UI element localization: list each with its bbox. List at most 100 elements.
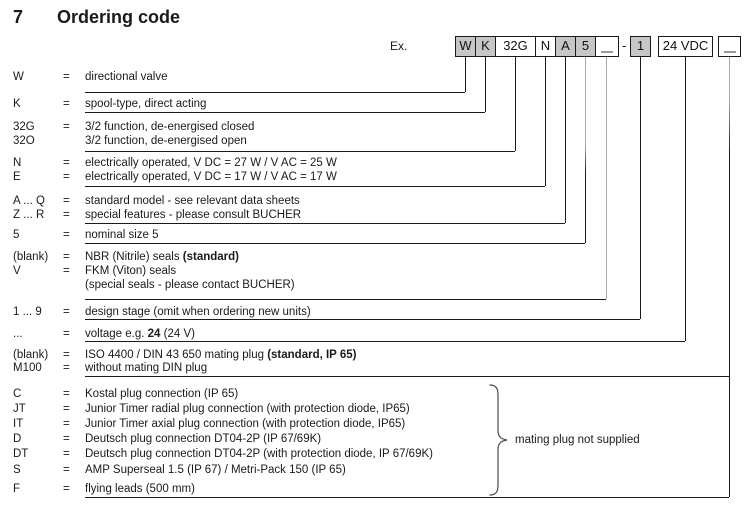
- row-code: A ... Q: [13, 195, 45, 207]
- row-code: ...: [13, 328, 23, 340]
- row-equals: =: [63, 251, 70, 263]
- code-box-seal-blank: [595, 36, 619, 57]
- code-box-w-label: W: [459, 38, 472, 53]
- row-description: Junior Timer axial plug connection (with…: [85, 418, 406, 430]
- row-description: without mating DIN plug: [85, 362, 208, 374]
- row-code: M100: [13, 362, 42, 374]
- row-description: Junior Timer radial plug connection (wit…: [85, 403, 410, 415]
- code-box-a: A: [555, 36, 576, 57]
- row-description: nominal size 5: [85, 229, 159, 241]
- connector-underline-10: [85, 497, 729, 499]
- section-number: 7: [13, 7, 24, 27]
- row-equals: =: [63, 388, 70, 400]
- row-equals: =: [63, 157, 70, 169]
- connector-underline-0: [85, 92, 465, 94]
- row-description: Deutsch plug connection DT04-2P (IP 67/6…: [85, 433, 322, 445]
- row-description: FKM (Viton) seals: [85, 265, 177, 277]
- code-box-n: N: [535, 36, 556, 57]
- row-equals: =: [63, 209, 70, 221]
- row-description: voltage e.g. 24 (24 V): [85, 328, 195, 340]
- row-equals: =: [63, 121, 70, 133]
- row-code: N: [13, 157, 22, 169]
- row-code: DT: [13, 448, 29, 460]
- connector-vline-0: [465, 57, 467, 92]
- row-description: standard model - see relevant data sheet…: [85, 195, 300, 207]
- row-equals: =: [63, 418, 70, 430]
- row-equals: =: [63, 306, 70, 318]
- row-equals: =: [63, 448, 70, 460]
- row-description: Deutsch plug connection DT04-2P (with pr…: [85, 448, 433, 460]
- row-code: D: [13, 433, 22, 445]
- connector-vline-6: [606, 57, 608, 299]
- code-box-a-label: A: [561, 38, 570, 53]
- row-code: Z ... R: [13, 209, 45, 221]
- row-code: (blank): [13, 251, 49, 263]
- connector-vline-5: [585, 57, 587, 243]
- connector-underline-4: [85, 223, 565, 225]
- code-box-w: W: [455, 36, 476, 57]
- row-equals: =: [63, 71, 70, 83]
- row-description: 3/2 function, de-energised open: [85, 135, 247, 147]
- row-description: flying leads (500 mm): [85, 483, 195, 495]
- row-equals: =: [63, 362, 70, 374]
- row-description: directional valve: [85, 71, 168, 83]
- row-code: 1 ... 9: [13, 306, 42, 318]
- code-box-k: K: [475, 36, 496, 57]
- code-box-k-label: K: [481, 38, 490, 53]
- row-equals: =: [63, 433, 70, 445]
- row-equals: =: [63, 464, 70, 476]
- row-code: F: [13, 483, 21, 495]
- connector-underline-8: [85, 341, 685, 343]
- code-box-design-stage: 1: [630, 36, 651, 57]
- code-box-32g-label: 32G: [503, 38, 528, 53]
- connector-underline-2: [85, 151, 515, 153]
- example-label: Ex.: [390, 39, 408, 53]
- row-code: IT: [13, 418, 24, 430]
- row-description: AMP Superseal 1.5 (IP 67) / Metri-Pack 1…: [85, 464, 346, 476]
- row-description: special features - please consult BUCHER: [85, 209, 302, 221]
- row-code: 32O: [13, 135, 35, 147]
- row-equals: =: [63, 265, 70, 277]
- row-description: NBR (Nitrile) seals (standard): [85, 251, 239, 263]
- row-description: (special seals - please contact BUCHER): [85, 279, 295, 291]
- row-description: design stage (omit when ordering new uni…: [85, 306, 311, 318]
- blank-underscore-icon: [601, 50, 613, 53]
- row-equals: =: [63, 229, 70, 241]
- connector-underline-6: [85, 299, 606, 301]
- row-description: ISO 4400 / DIN 43 650 mating plug (stand…: [85, 349, 357, 361]
- code-box-32g: 32G: [495, 36, 536, 57]
- page-title: Ordering code: [57, 7, 181, 27]
- row-equals: =: [63, 171, 70, 183]
- row-code: E: [13, 171, 21, 183]
- right-brace-icon: [489, 384, 508, 496]
- row-code: (blank): [13, 349, 49, 361]
- connector-underline-1: [85, 112, 485, 114]
- code-box-n-label: N: [540, 38, 551, 53]
- row-code: W: [13, 71, 24, 83]
- row-equals: =: [63, 328, 70, 340]
- row-description: Kostal plug connection (IP 65): [85, 388, 239, 400]
- code-box-5: 5: [575, 36, 596, 57]
- code-box-voltage-label: 24 VDC: [662, 38, 709, 53]
- row-description: electrically operated, V DC = 17 W / V A…: [85, 171, 337, 183]
- code-box-5-label: 5: [581, 38, 590, 53]
- blank-underscore-icon: [723, 50, 736, 53]
- row-code: C: [13, 388, 22, 400]
- row-equals: =: [63, 483, 70, 495]
- row-code: JT: [13, 403, 26, 415]
- row-code: S: [13, 464, 21, 476]
- row-description: 3/2 function, de-energised closed: [85, 121, 255, 133]
- row-code: 32G: [13, 121, 35, 133]
- connector-vline-9: [729, 57, 731, 497]
- row-code: K: [13, 98, 21, 110]
- row-code: V: [13, 265, 21, 277]
- row-equals: =: [63, 349, 70, 361]
- connector-vline-3: [545, 57, 547, 186]
- row-equals: =: [63, 98, 70, 110]
- connector-vline-1: [485, 57, 487, 112]
- code-separator-dash: -: [622, 38, 627, 53]
- connector-underline-7: [85, 319, 640, 321]
- code-box-plug-blank: [718, 36, 741, 57]
- code-box-design-stage-label: 1: [636, 38, 645, 53]
